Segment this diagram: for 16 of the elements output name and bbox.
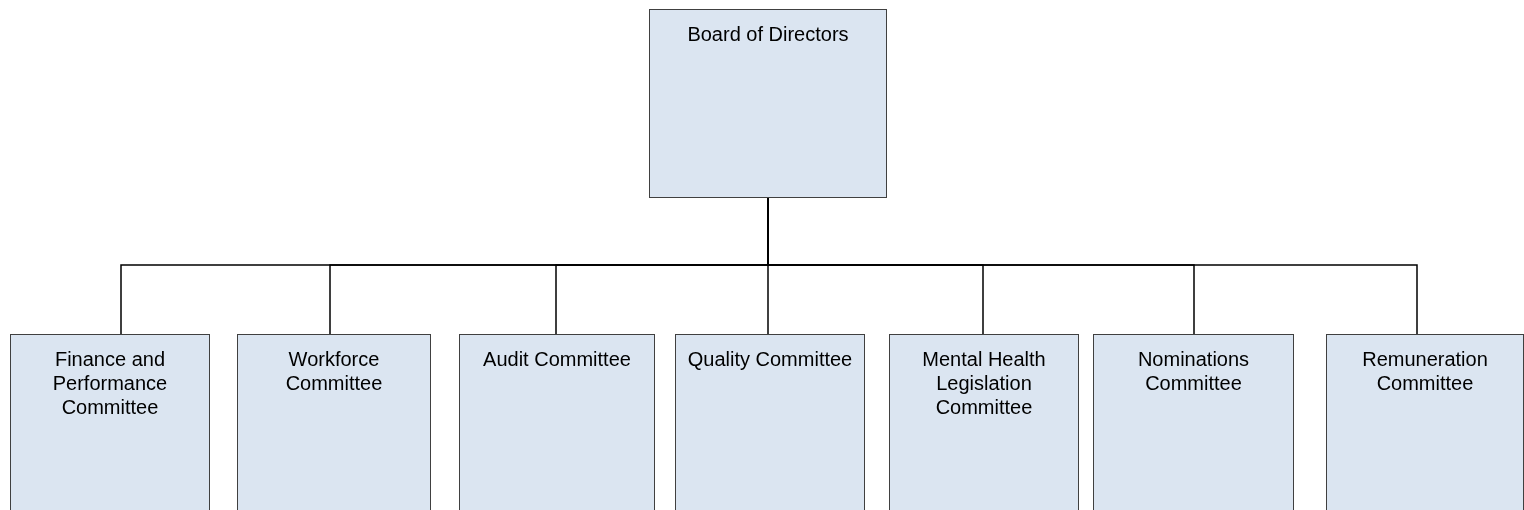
committee-box (675, 334, 865, 510)
box-label: Board of Directors (687, 22, 849, 46)
committee-box (889, 334, 1079, 510)
box-label: Mental Health Legislation Committee (921, 347, 1047, 419)
committee-box (459, 334, 655, 510)
committee-box (1326, 334, 1524, 510)
box-label: Quality Committee (687, 347, 853, 371)
board-box (649, 9, 887, 198)
box-label: Finance and Performance Committee (51, 347, 169, 419)
box-label: Workforce Committee (284, 347, 384, 395)
box-label: Remuneration Committee (1361, 347, 1489, 395)
committee-box (237, 334, 431, 510)
box-label: Nominations Committee (1136, 347, 1251, 395)
committee-box (1093, 334, 1294, 510)
box-label: Audit Committee (483, 347, 631, 371)
committee-box (10, 334, 210, 510)
